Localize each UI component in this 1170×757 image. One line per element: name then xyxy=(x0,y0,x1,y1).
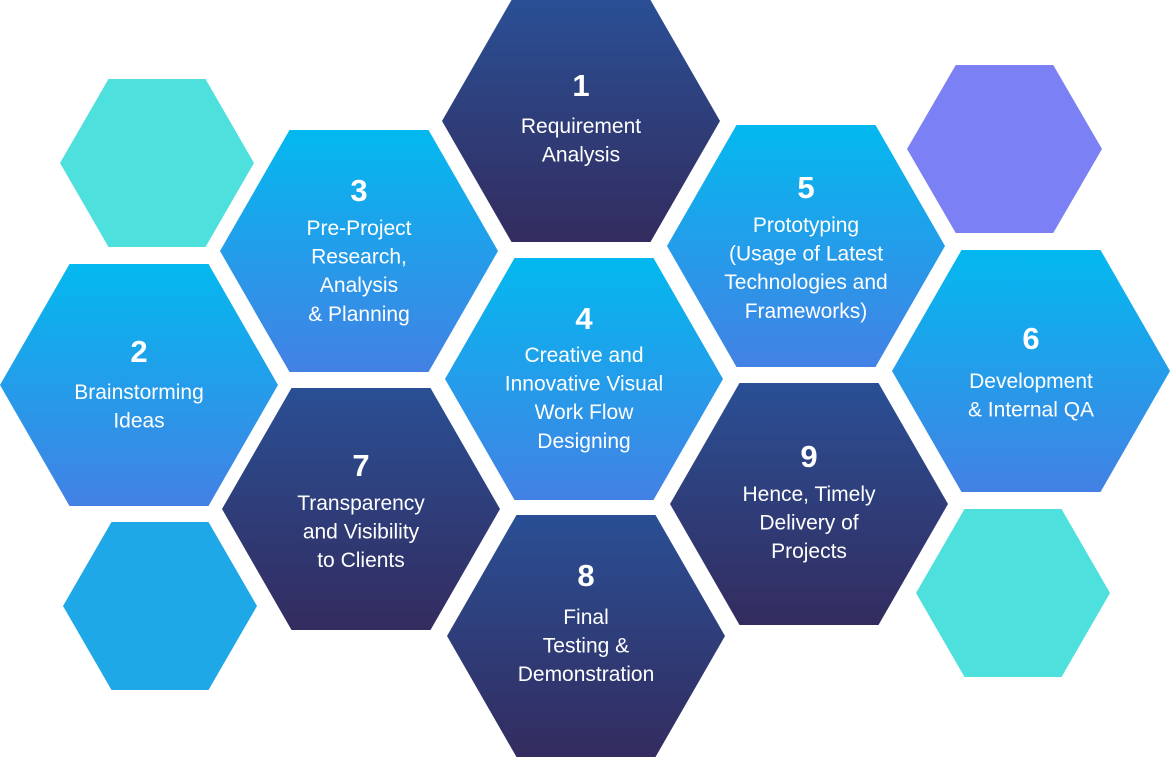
purple-hexagon-top-right xyxy=(907,65,1102,233)
hexagon-shape xyxy=(442,0,720,242)
step-label-line: Projects xyxy=(771,540,847,563)
step-label-line: Requirement xyxy=(521,115,641,138)
teal-hexagon-bottom-right xyxy=(916,509,1110,677)
step-label-line: Designing xyxy=(537,430,630,453)
step-number: 8 xyxy=(577,558,594,593)
step-label-line: Delivery of xyxy=(759,512,858,535)
step-label-line: Transparency xyxy=(297,492,425,515)
hexagon-shape xyxy=(670,383,948,625)
step-label-line: Research, xyxy=(311,246,407,269)
step-number: 1 xyxy=(572,68,589,103)
step-label-line: & Planning xyxy=(308,303,410,326)
step-label-line: & Internal QA xyxy=(968,399,1094,422)
step-label-line: Final xyxy=(563,606,609,629)
step-number: 6 xyxy=(1022,321,1039,356)
step-label-line: Testing & xyxy=(543,635,629,658)
step-label-line: Work Flow xyxy=(535,401,635,424)
step-label-line: Pre-Project xyxy=(306,217,411,240)
hexagon-shape xyxy=(667,125,945,367)
step-label-line: Technologies and xyxy=(724,271,887,294)
step-number: 9 xyxy=(800,439,817,474)
step-label-line: Hence, Timely xyxy=(742,483,876,506)
step-label-line: and Visibility xyxy=(303,521,420,544)
step-number: 7 xyxy=(352,448,369,483)
step-label-line: to Clients xyxy=(317,549,405,572)
teal-hexagon-top-left xyxy=(60,79,254,247)
hexagon-shape xyxy=(220,130,498,372)
step-label-line: Prototyping xyxy=(753,214,859,237)
step-label-line: Analysis xyxy=(320,274,398,297)
step-label-line: Analysis xyxy=(542,144,620,167)
step-label-line: Innovative Visual xyxy=(505,373,663,396)
hexagon-shape xyxy=(892,250,1170,492)
step-label-line: Development xyxy=(969,370,1093,393)
step-number: 2 xyxy=(130,334,147,369)
hexagon-shape xyxy=(445,258,723,500)
decorative-hexagons xyxy=(60,65,1110,690)
step-label-line: Creative and xyxy=(524,344,643,367)
blue-hexagon-bottom-left xyxy=(63,522,257,690)
step-label-line: Demonstration xyxy=(518,663,655,686)
step-number: 5 xyxy=(797,170,814,205)
hexagon-shape xyxy=(222,388,500,630)
step-number: 4 xyxy=(575,301,593,336)
step-number: 3 xyxy=(350,173,367,208)
step-label-line: (Usage of Latest xyxy=(729,243,883,266)
step-label-line: Frameworks) xyxy=(745,300,868,323)
step-label-line: Brainstorming xyxy=(74,381,204,404)
step-label-line: Ideas xyxy=(113,410,164,433)
hexagon-shape xyxy=(0,264,278,506)
hexagon-shape xyxy=(447,515,725,757)
